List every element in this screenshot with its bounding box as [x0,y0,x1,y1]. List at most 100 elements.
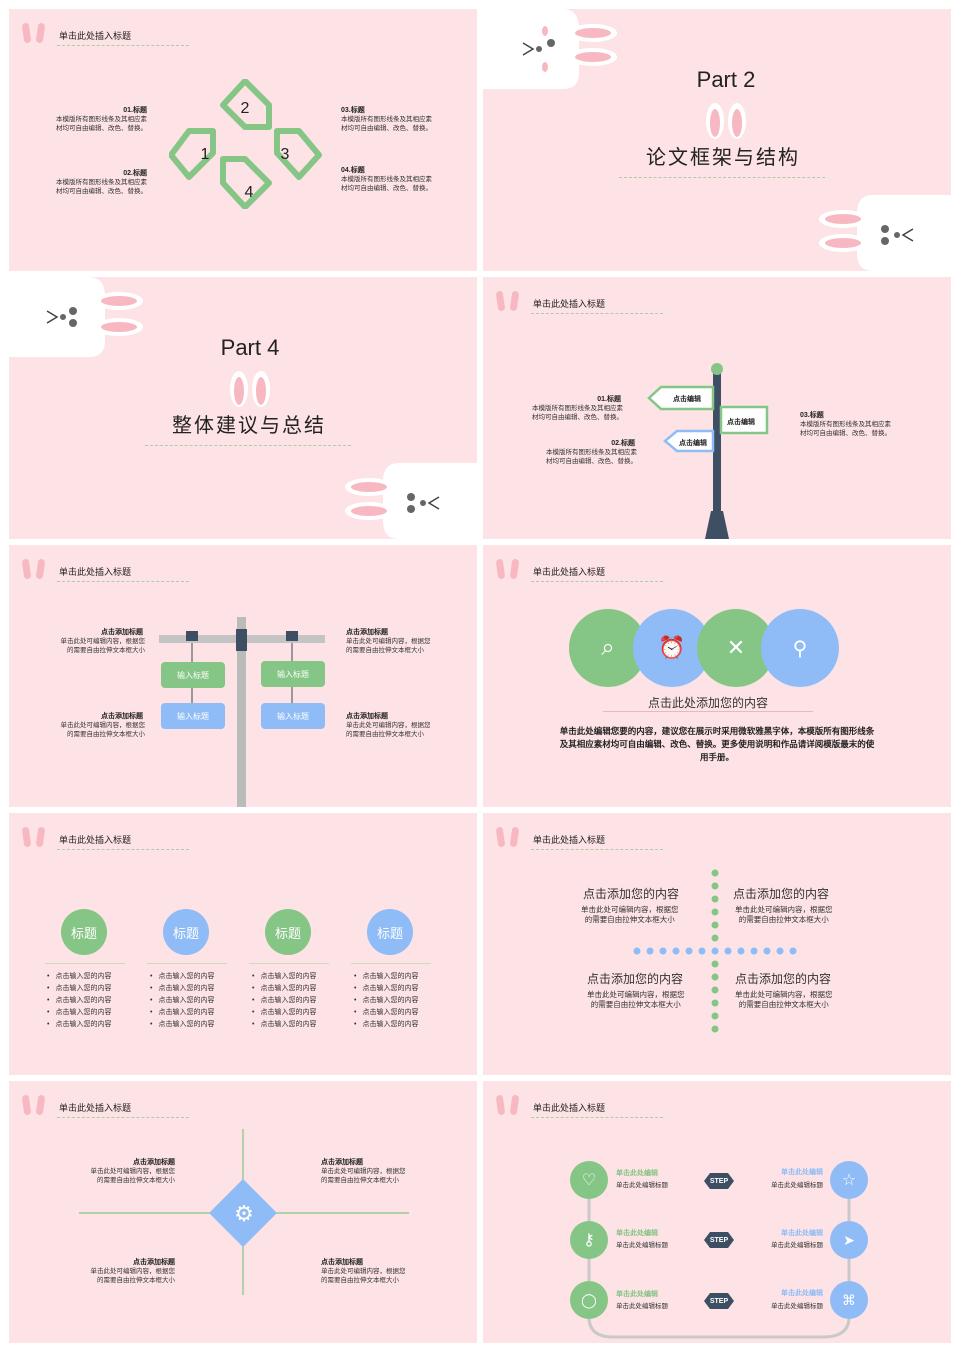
cross-diagram [79,1129,409,1295]
bullet-list[interactable]: 点击输入您的内容点击输入您的内容点击输入您的内容点击输入您的内容点击输入您的内容 [354,971,418,1031]
item-title[interactable]: 点击添加标题 [346,629,388,636]
item-title[interactable]: 01.标题 [123,107,147,114]
item-title[interactable]: 点击添加标题 [133,1259,175,1266]
chat-icon[interactable]: ◯ [570,1281,608,1319]
item-body[interactable]: 本模版所有图形线条及其相应素材均可自由编辑、改色、替换。 [56,179,147,195]
step-badge[interactable]: STEP [704,1173,734,1189]
part-title[interactable]: 整体建议与总结 [172,415,326,437]
petal-number-1: 1 [201,146,210,163]
edit-label[interactable]: 单击此处编辑 [616,1291,658,1298]
sign-button[interactable]: 输入标题 [261,703,325,729]
item-body[interactable]: 本模版所有图形线条及其相应素材均可自由编辑、改色、替换。 [341,176,432,192]
edit-label[interactable]: 单击此处编辑 [781,1169,823,1176]
four-petal-diagram: 2 1 3 4 [169,79,322,209]
slide-title[interactable]: 单击此处插入标题 [533,567,606,577]
item-body[interactable]: 单击此处可编辑内容，根据您的需要自由拉伸文本框大小 [60,722,146,738]
step-badge[interactable]: STEP [704,1293,734,1309]
item-title[interactable]: 点击添加标题 [346,713,388,720]
slide-title[interactable]: 单击此处插入标题 [59,835,132,845]
bunny-face-icon [483,9,617,89]
title-circle[interactable]: 标题 [163,909,209,955]
title-circle[interactable]: 标题 [265,909,311,955]
sign-label[interactable]: 点击编辑 [679,440,707,447]
item-body[interactable]: 单击此处可编辑内容，根据您的需要自由拉伸文本框大小 [735,990,833,1010]
bunny-face-icon [9,277,143,357]
item-body[interactable]: 本模版所有图形线条及其相应素材均可自由编辑、改色、替换。 [800,421,891,437]
part-label[interactable]: Part 4 [220,335,280,360]
item-body[interactable]: 本模版所有图形线条及其相应素材均可自由编辑、改色、替换。 [532,405,623,421]
bullet-list[interactable]: 点击输入您的内容点击输入您的内容点击输入您的内容点击输入您的内容点击输入您的内容 [47,971,111,1031]
item-body[interactable]: 单击此处可编辑内容，根据您的需要自由拉伸文本框大小 [735,905,833,925]
bullet-list[interactable]: 点击输入您的内容点击输入您的内容点击输入您的内容点击输入您的内容点击输入您的内容 [252,971,316,1031]
item-title[interactable]: 点击添加标题 [101,629,143,636]
edit-title[interactable]: 单击此处编辑标题 [616,1182,668,1189]
send-icon[interactable]: ➤ [830,1221,868,1259]
title-circle[interactable]: 标题 [61,909,107,955]
sign-button[interactable]: 输入标题 [161,662,225,688]
key-icon[interactable]: ⚷ [570,1221,608,1259]
edit-label[interactable]: 单击此处编辑 [616,1170,658,1177]
item-title[interactable]: 03.标题 [800,412,824,419]
item-title[interactable]: 02.标题 [123,170,147,177]
heart-icon[interactable]: ♡ [570,1161,608,1199]
item-body[interactable]: 单击此处可编辑内容，根据您的需要自由拉伸文本框大小 [321,1268,406,1284]
item-body[interactable]: 单击此处可编辑内容，根据您的需要自由拉伸文本框大小 [346,722,431,738]
star-icon[interactable]: ☆ [830,1161,868,1199]
item-title[interactable]: 02.标题 [611,440,635,447]
sign-button[interactable]: 输入标题 [261,661,325,687]
item-heading[interactable]: 点击添加您的内容 [735,972,832,986]
edit-title[interactable]: 单击此处编辑标题 [771,1182,823,1189]
item-title[interactable]: 01.标题 [597,396,621,403]
item-heading[interactable]: 点击添加您的内容 [587,972,684,986]
item-title[interactable]: 点击添加标题 [133,1159,175,1166]
slide-title[interactable]: 单击此处插入标题 [59,567,132,577]
slide-title[interactable]: 单击此处插入标题 [59,31,132,41]
item-heading[interactable]: 点击添加您的内容 [583,887,680,901]
edit-label[interactable]: 单击此处编辑 [781,1230,823,1237]
item-title[interactable]: 04.标题 [341,167,365,174]
paperclip-icon[interactable]: ⌘ [830,1281,868,1319]
item-title[interactable]: 点击添加标题 [321,1159,363,1166]
ears-icon [21,558,53,589]
item-body[interactable]: 单击此处可编辑内容，根据您的需要自由拉伸文本框大小 [90,1268,176,1284]
item-body[interactable]: 单击此处可编辑内容，根据您的需要自由拉伸文本框大小 [90,1168,176,1184]
sign-label[interactable]: 点击编辑 [673,396,701,403]
sign-label[interactable]: 点击编辑 [727,419,755,426]
item-body[interactable]: 单击此处可编辑内容，根据您的需要自由拉伸文本框大小 [321,1168,406,1184]
step-badge[interactable]: STEP [704,1232,734,1248]
paragraph[interactable]: 单击此处编辑您要的内容，建议您在展示时采用微软雅黑字体，本模版所有图形线条及其相… [559,726,875,763]
edit-label[interactable]: 单击此处编辑 [616,1230,658,1237]
item-body[interactable]: 单击此处可编辑内容，根据您的需要自由拉伸文本框大小 [60,638,146,654]
gear-icon: ⚙ [234,1201,254,1226]
ears-icon [230,371,270,407]
item-body[interactable]: 本模版所有图形线条及其相应素材均可自由编辑、改色、替换。 [341,116,432,132]
slide-title[interactable]: 单击此处插入标题 [533,835,606,845]
item-title[interactable]: 03.标题 [341,107,365,114]
part-title[interactable]: 论文框架与结构 [646,147,800,169]
item-title[interactable]: 点击添加标题 [101,713,143,720]
ears-icon [21,826,53,857]
item-heading[interactable]: 点击添加您的内容 [733,887,830,901]
item-body[interactable]: 单击此处可编辑内容，根据您的需要自由拉伸文本框大小 [581,905,679,925]
lamp-icon[interactable]: ⚲ [761,609,839,687]
item-body[interactable]: 本模版所有图形线条及其相应素材均可自由编辑、改色、替换。 [546,449,637,465]
slide-10: 单击此处插入标题 ♡ ⚷ ◯ ☆ ➤ ⌘ STEP STEP STEP 单击此处… [483,1081,951,1343]
edit-title[interactable]: 单击此处编辑标题 [616,1242,668,1249]
edit-title[interactable]: 单击此处编辑标题 [771,1242,823,1249]
part-label[interactable]: Part 2 [696,67,756,92]
ears-icon [21,22,53,53]
item-body[interactable]: 单击此处可编辑内容，根据您的需要自由拉伸文本框大小 [346,638,431,654]
edit-title[interactable]: 单击此处编辑标题 [616,1303,668,1310]
bullet-list[interactable]: 点击输入您的内容点击输入您的内容点击输入您的内容点击输入您的内容点击输入您的内容 [150,971,214,1031]
slide-title[interactable]: 单击此处插入标题 [59,1103,132,1113]
item-title[interactable]: 点击添加标题 [321,1259,363,1266]
slide-title[interactable]: 单击此处插入标题 [533,299,606,309]
item-body[interactable]: 本模版所有图形线条及其相应素材均可自由编辑、改色、替换。 [56,116,147,132]
edit-label[interactable]: 单击此处编辑 [781,1290,823,1297]
edit-title[interactable]: 单击此处编辑标题 [771,1303,823,1310]
slide-title[interactable]: 单击此处插入标题 [533,1103,606,1113]
sign-button[interactable]: 输入标题 [161,703,225,729]
item-body[interactable]: 单击此处可编辑内容，根据您的需要自由拉伸文本框大小 [587,990,685,1010]
section-heading[interactable]: 点击此处添加您的内容 [647,696,768,710]
title-circle[interactable]: 标题 [367,909,413,955]
